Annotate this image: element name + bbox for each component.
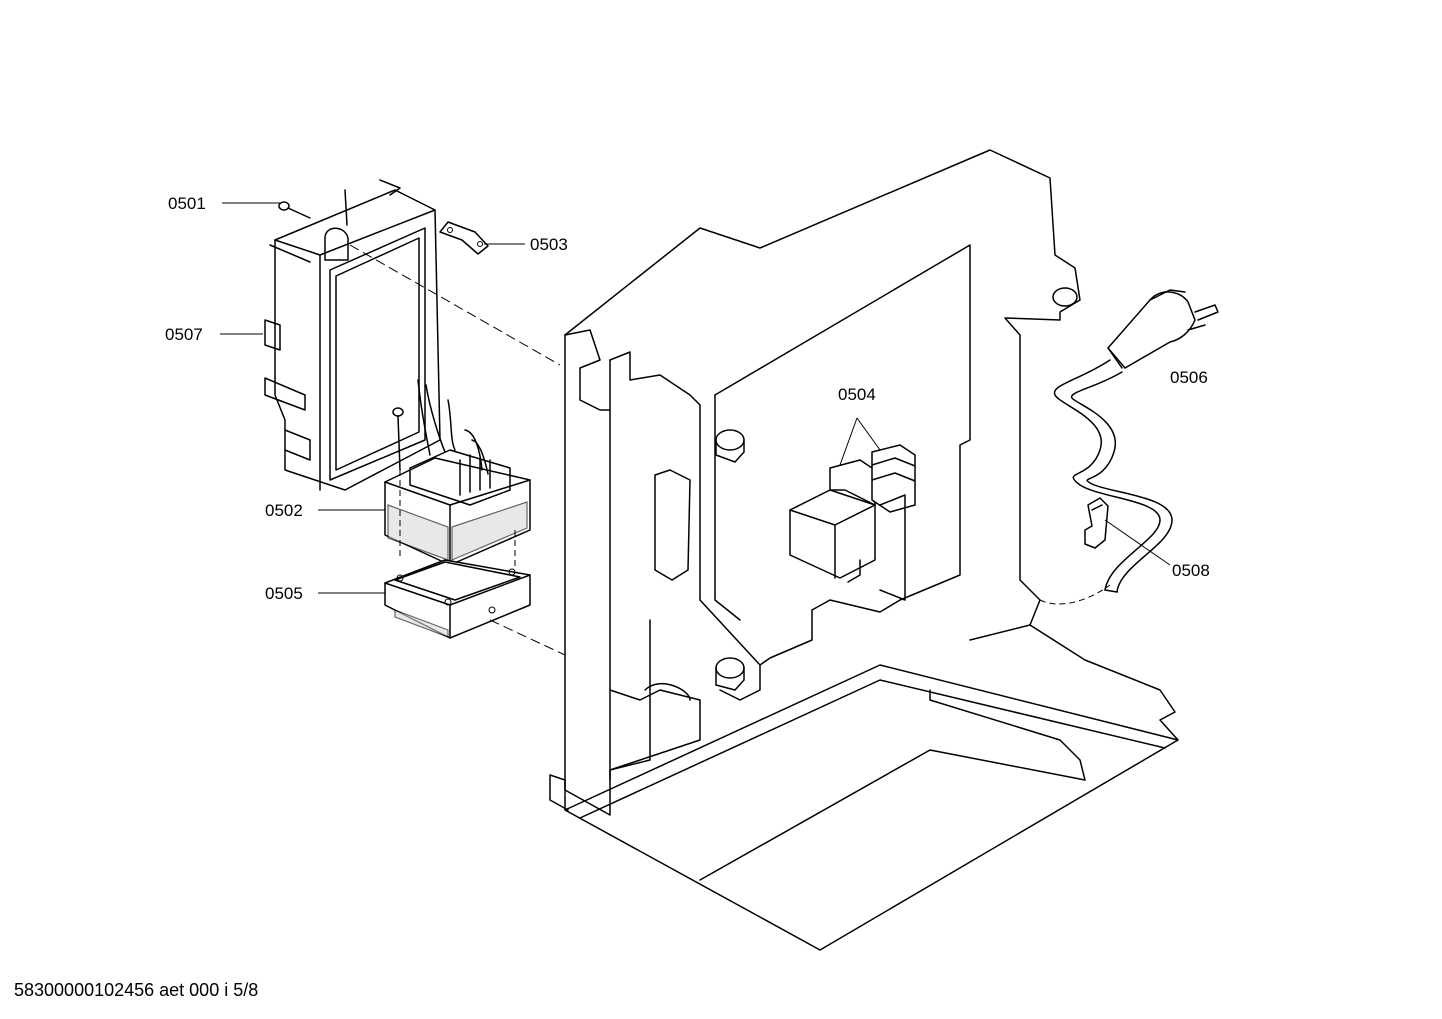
callout-0502: 0502 xyxy=(265,501,303,520)
peg-upper xyxy=(715,429,745,451)
bracket-0503 xyxy=(439,221,489,255)
callout-0505: 0505 xyxy=(265,584,303,603)
assembly-line-a xyxy=(349,244,561,366)
switch-assembly xyxy=(789,417,916,601)
leader-0508 xyxy=(1104,519,1171,566)
power-cord xyxy=(1053,289,1219,593)
screw-0501 xyxy=(278,201,311,219)
transformer xyxy=(384,379,531,610)
callout-0503: 0503 xyxy=(530,235,568,254)
assembly-line-b xyxy=(489,619,566,656)
document-id-footer: 58300000102456 aet 000 i 5/8 xyxy=(14,980,259,1000)
peg-right xyxy=(1052,287,1078,307)
callout-0507: 0507 xyxy=(165,325,203,344)
callout-0508: 0508 xyxy=(1172,561,1210,580)
chassis-frame xyxy=(549,149,1179,951)
base-tray xyxy=(384,559,531,639)
peg-lower xyxy=(715,657,745,679)
callout-0501: 0501 xyxy=(168,194,206,213)
callout-0504: 0504 xyxy=(838,385,876,404)
housing-cover xyxy=(264,179,441,491)
cord-clip xyxy=(1084,497,1109,549)
callout-0506: 0506 xyxy=(1170,368,1208,387)
